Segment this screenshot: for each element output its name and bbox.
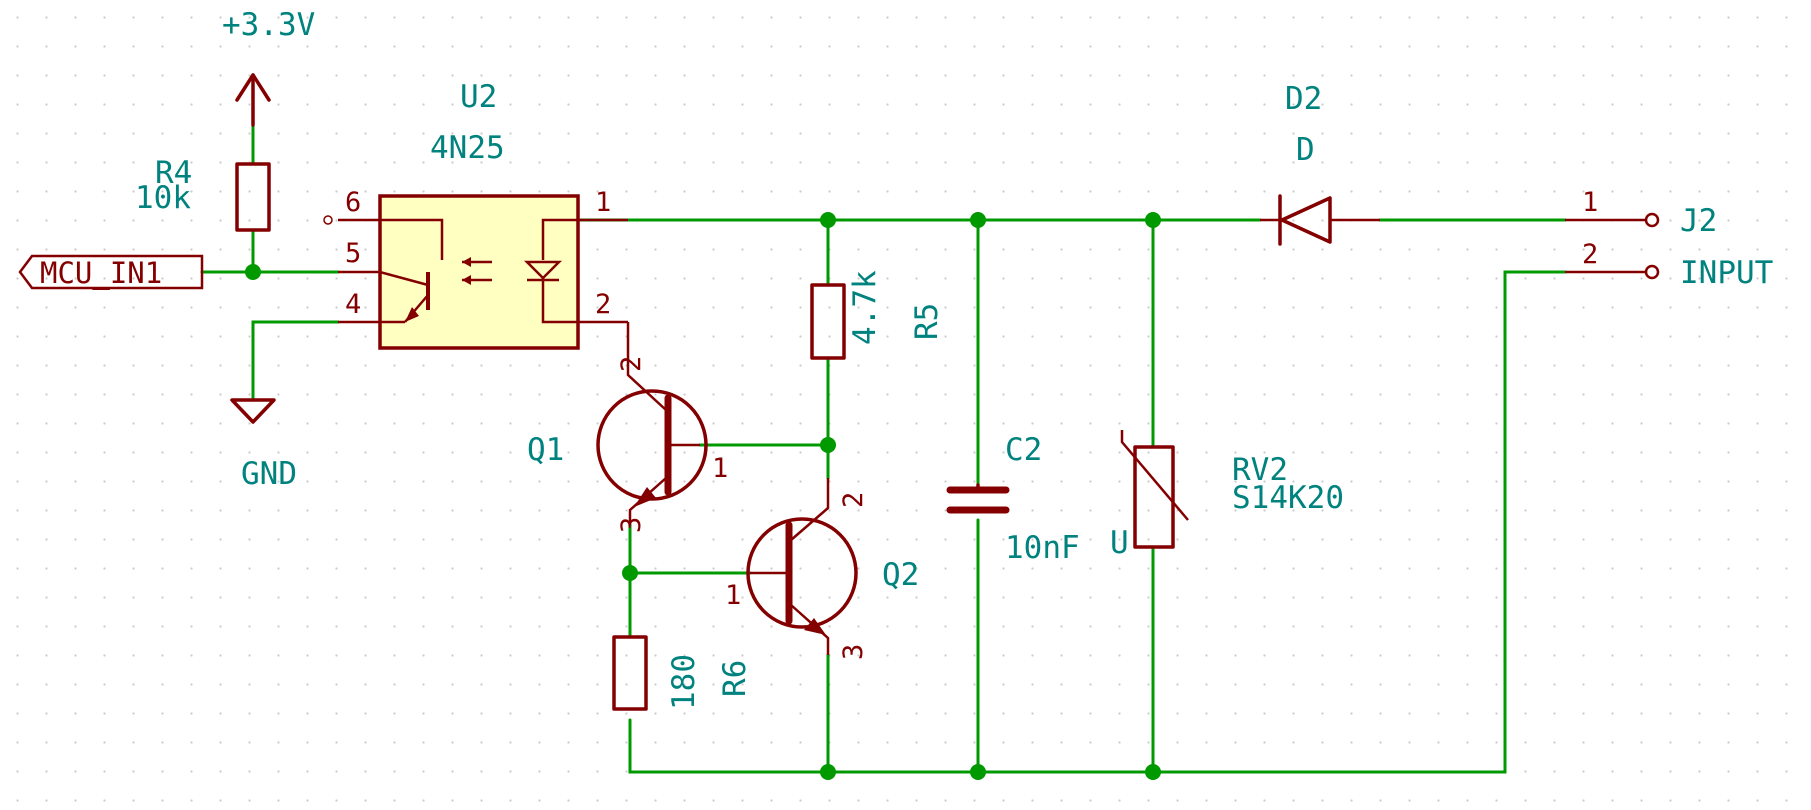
junctions [245, 212, 1161, 780]
u2-int-wire [380, 218, 444, 260]
junction-dot [1145, 764, 1161, 780]
j2-pin-number: 2 [1582, 239, 1598, 270]
global-label-text: MCU_IN1 [40, 256, 162, 291]
d2-ref: D2 [1285, 81, 1322, 117]
capacitor-c2[interactable]: C2 10nF [946, 432, 1080, 566]
q2-emitter-arrow-icon [804, 618, 826, 635]
varistor-rv2-body [1133, 445, 1175, 549]
q1-pin-number: 2 [616, 356, 647, 372]
u2-pin-number: 6 [345, 187, 361, 218]
u2-light-arrow-head [462, 257, 471, 267]
u2-value: 4N25 [430, 130, 505, 166]
rv2-value: S14K20 [1232, 480, 1344, 516]
q1-emitter-lead [628, 477, 667, 525]
vcc-label: +3.3V [222, 7, 315, 43]
resistor-r6-body [612, 635, 648, 711]
resistor-r5[interactable]: 4.7k R5 [810, 270, 945, 360]
q1-emitter-arrow-icon [634, 487, 656, 507]
wire-gnd [251, 320, 340, 402]
j2-ref: J2 [1680, 203, 1717, 239]
junction-dot [1145, 212, 1161, 228]
transistor-q1[interactable]: 2 1 3 Q1 [527, 322, 728, 533]
r4-value: 10k [135, 180, 191, 216]
resistor-r5-body [810, 283, 846, 360]
c2-value: 10nF [1005, 530, 1080, 566]
vcc-power-symbol[interactable]: +3.3V [222, 7, 315, 127]
c2-ref: C2 [1005, 432, 1042, 468]
q2-collector-lead [790, 478, 830, 541]
global-label-mcu-in1[interactable]: MCU_IN1 [18, 254, 204, 291]
resistor-r4-body [235, 162, 271, 232]
q1-ref: Q1 [527, 432, 564, 468]
global-label-flag-icon [18, 254, 204, 290]
junction-dot [820, 212, 836, 228]
u2-int-wire [541, 278, 578, 324]
j2-pin-number: 1 [1582, 187, 1598, 218]
wire-return-rail [628, 270, 1567, 774]
u2-emitter-arrow-icon [405, 307, 419, 322]
d2-value: D [1296, 132, 1315, 168]
junction-dot [622, 565, 638, 581]
r5-value: 4.7k [847, 270, 883, 345]
q1-collector-lead [626, 322, 667, 411]
diode-icon [1280, 196, 1332, 244]
q1-pin-number: 3 [616, 517, 647, 533]
j2-terminal-icon [1644, 212, 1660, 228]
u2-pin-number: 4 [345, 289, 361, 320]
resistor-r6[interactable]: 180 R6 [612, 635, 753, 711]
q2-body [746, 517, 858, 629]
q2-emitter-lead [790, 604, 830, 655]
connector-j2[interactable]: 1 2 J2 INPUT [1565, 187, 1773, 291]
gnd-power-symbol[interactable]: GND [230, 398, 297, 492]
q2-pin-number: 2 [838, 492, 869, 508]
junction-dot [970, 764, 986, 780]
q2-ref: Q2 [882, 557, 919, 593]
resistor-r4[interactable]: R4 10k [135, 155, 271, 232]
junction-dot [820, 764, 836, 780]
r4-ref: R4 [155, 155, 192, 191]
u2-pin-number: 2 [595, 289, 611, 320]
u2-led-icon [523, 260, 563, 280]
u2-pin-number: 5 [345, 238, 361, 269]
q1-pin-number: 1 [712, 453, 728, 484]
junction-dot [970, 212, 986, 228]
junction-dot [245, 264, 261, 280]
junction-dot [820, 437, 836, 453]
q2-pin-number: 1 [725, 580, 741, 611]
optocoupler-u2[interactable]: 6 5 4 1 2 U2 4N25 [323, 79, 628, 350]
u2-light-arrow-head [462, 275, 471, 285]
r6-value: 180 [666, 654, 702, 710]
ground-icon [230, 398, 276, 424]
transistor-q2[interactable]: 2 1 3 Q2 [725, 478, 919, 660]
u2-nc-pin-icon [323, 215, 333, 225]
rv2-marker: U [1110, 525, 1129, 561]
varistor-rv2[interactable]: U RV2 S14K20 [1110, 430, 1344, 561]
u2-int-wire [379, 270, 429, 287]
diode-d2[interactable]: D2 D [1260, 81, 1380, 246]
u2-ref: U2 [460, 79, 497, 115]
j2-value: INPUT [1680, 255, 1773, 291]
rv2-ref: RV2 [1232, 452, 1288, 488]
u2-pin-number: 1 [595, 187, 611, 218]
varistor-slash-icon [1120, 430, 1189, 521]
r6-ref: R6 [717, 660, 753, 697]
r5-ref: R5 [909, 303, 945, 340]
q2-pin-number: 3 [838, 644, 869, 660]
u2-int-wire [541, 218, 578, 260]
j2-terminal-icon [1644, 264, 1660, 280]
vcc-arrow-icon [235, 73, 271, 102]
gnd-label: GND [241, 456, 297, 492]
